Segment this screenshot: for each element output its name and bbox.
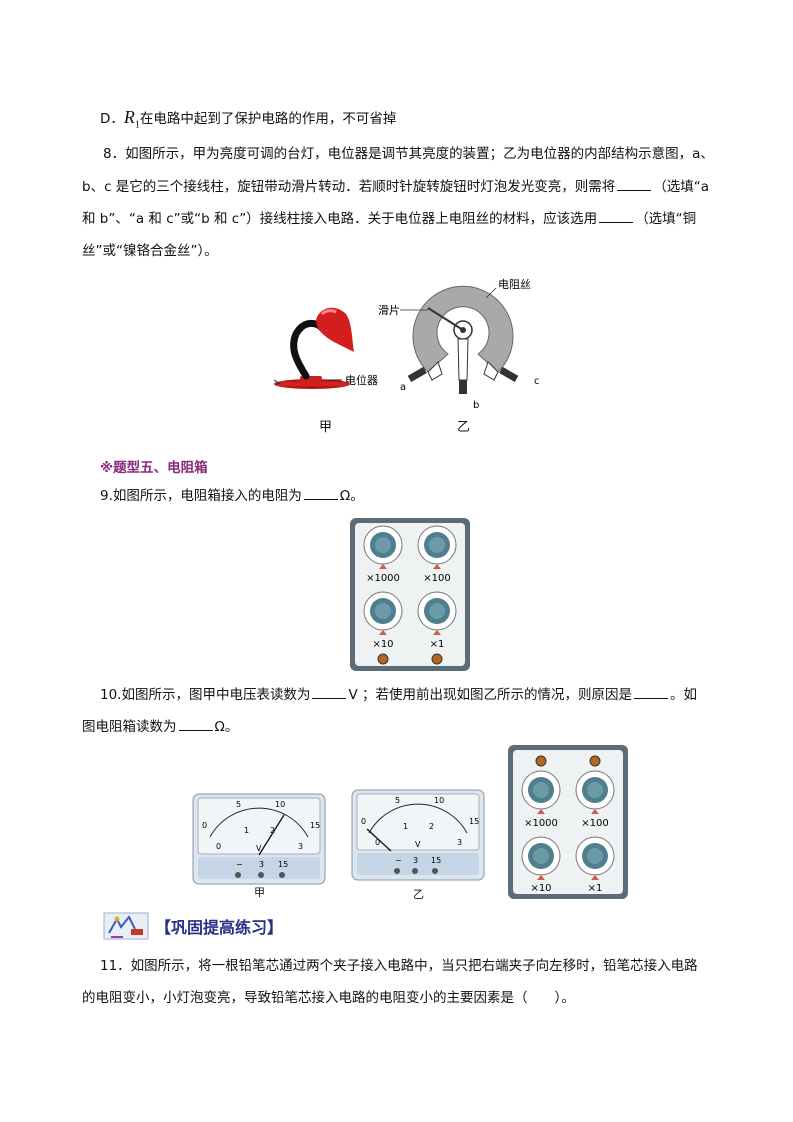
practice-banner: 【巩固提高练习】 xyxy=(103,911,283,941)
potentiometer-diagram xyxy=(400,285,519,394)
meter-yi-upper-10: 10 xyxy=(434,796,444,805)
label-x1: ×1 xyxy=(430,639,445,650)
terminal-top-left[interactable] xyxy=(535,755,547,767)
lamp-potentiometer-label: 电位器 xyxy=(345,373,378,387)
q10-blank-2[interactable] xyxy=(634,684,669,699)
meter-yi-caption: 乙 xyxy=(413,888,424,901)
meter-yi-upper-15: 15 xyxy=(469,817,479,826)
q11-line1: 11．如图所示，将一根铅笔芯通过两个夹子接入电路中，当只把右端夹子向左移时，铅笔… xyxy=(100,958,698,974)
q8-line1: 8．如图所示，甲为亮度可调的台灯，电位器是调节其亮度的装置；乙为电位器的内部结构… xyxy=(103,146,714,162)
voltmeter-jia: 0 5 10 15 0 1 2 3 V − 3 15 xyxy=(192,793,326,885)
label-x1000-b: ×1000 xyxy=(524,818,558,829)
resistance-box-q9: ×1000 ×100 ×10 ×1 xyxy=(350,518,470,671)
meter-yi-needle xyxy=(366,828,392,852)
meter-yi-upper-5: 5 xyxy=(395,796,400,805)
q11-line2: 的电阻变小，小灯泡变亮，导致铅笔芯接入电路的电阻变小的主要因素是（ ）。 xyxy=(82,990,575,1006)
label-x100: ×100 xyxy=(423,573,450,584)
q8-line4: 丝”或“镍铬合金丝”）。 xyxy=(82,243,218,259)
label-x1-b: ×1 xyxy=(588,883,603,894)
q8-figure: 电位器 电阻丝 滑片 a b c xyxy=(273,278,540,411)
slider-label: 滑片 xyxy=(378,304,400,317)
meter-yi-lower-0: 0 xyxy=(375,838,380,847)
meter-jia-upper-0: 0 xyxy=(202,821,207,830)
option-d-prefix: D． xyxy=(100,111,124,127)
q10-blank-3[interactable] xyxy=(178,716,213,731)
q8-blank-1[interactable] xyxy=(617,176,652,191)
label-x10-b: ×10 xyxy=(530,883,551,894)
dial-x10-b[interactable] xyxy=(521,836,561,880)
label-x10: ×10 xyxy=(372,639,393,650)
dial-x1000[interactable] xyxy=(363,525,403,569)
meter-jia-unit: V xyxy=(256,844,262,853)
label-x1000: ×1000 xyxy=(366,573,400,584)
meter-yi-upper-0: 0 xyxy=(361,817,366,826)
dial-x1-b[interactable] xyxy=(575,836,615,880)
resistance-box-q10: ×1000 ×100 ×10 ×1 xyxy=(508,745,628,899)
meter-jia-caption: 甲 xyxy=(254,886,265,899)
caption-yi: 乙 xyxy=(457,420,471,435)
section-heading: ※题型五、电阻箱 xyxy=(100,460,208,476)
terminal-a-label: a xyxy=(400,382,406,393)
meter-jia-terminal-15: 15 xyxy=(278,860,288,869)
dial-x100-b[interactable] xyxy=(575,770,615,814)
wire-label: 电阻丝 xyxy=(498,278,531,291)
meter-jia-terminal-3: 3 xyxy=(259,860,264,869)
meter-yi-lower-1: 1 xyxy=(403,822,408,831)
q9-blank[interactable] xyxy=(303,485,338,500)
practice-title: 【巩固提高练习】 xyxy=(155,918,284,937)
option-d-text: 在电路中起到了保护电路的作用，不可省掉 xyxy=(139,111,397,127)
caption-jia: 甲 xyxy=(319,420,333,435)
meter-jia-upper-5: 5 xyxy=(236,800,241,809)
terminal-left[interactable] xyxy=(377,653,389,665)
terminal-c-label: c xyxy=(534,376,540,387)
meter-yi-unit: V xyxy=(415,840,421,849)
meter-yi-terminal-neg: − xyxy=(395,856,402,865)
meter-yi-terminal-15: 15 xyxy=(431,856,441,865)
meter-yi-terminal-3: 3 xyxy=(413,856,418,865)
q10-blank-1[interactable] xyxy=(312,684,347,699)
meter-jia-upper-10: 10 xyxy=(275,800,285,809)
meter-jia-terminal-neg: − xyxy=(236,860,243,869)
option-d: D．R1在电路中起到了保护电路的作用，不可省掉 xyxy=(100,106,396,137)
q8-line2: b、c 是它的三个接线柱，旋钮带动滑片转动．若顺时针旋转旋钮时灯泡发光变亮，则需… xyxy=(82,176,709,198)
r1-symbol: R1 xyxy=(123,107,140,131)
voltmeter-yi: 0 5 10 15 0 1 2 3 V − 3 15 xyxy=(351,789,485,881)
meter-jia-lower-0: 0 xyxy=(216,842,221,851)
meter-yi-lower-2: 2 xyxy=(429,822,434,831)
meter-jia-lower-1: 1 xyxy=(244,826,249,835)
meter-jia-lower-2: 2 xyxy=(270,826,275,835)
meter-yi-lower-3: 3 xyxy=(457,838,462,847)
dial-x1000-b[interactable] xyxy=(521,770,561,814)
meter-jia-needle xyxy=(258,814,285,856)
meter-jia-upper-15: 15 xyxy=(310,821,320,830)
practice-icon xyxy=(103,912,149,940)
dial-x10[interactable] xyxy=(363,591,403,635)
terminal-b-label: b xyxy=(473,400,479,411)
dial-x1[interactable] xyxy=(417,591,457,635)
q8-line3: 和 b”、“a 和 c”或“b 和 c”）接线柱接入电路．关于电位器上电阻丝的材… xyxy=(82,208,696,230)
terminal-right[interactable] xyxy=(431,653,443,665)
desk-lamp-illustration xyxy=(273,307,354,389)
terminal-top-right[interactable] xyxy=(589,755,601,767)
dial-x100[interactable] xyxy=(417,525,457,569)
q8-blank-2[interactable] xyxy=(599,208,634,223)
meter-jia-lower-3: 3 xyxy=(298,842,303,851)
label-x100-b: ×100 xyxy=(581,818,608,829)
